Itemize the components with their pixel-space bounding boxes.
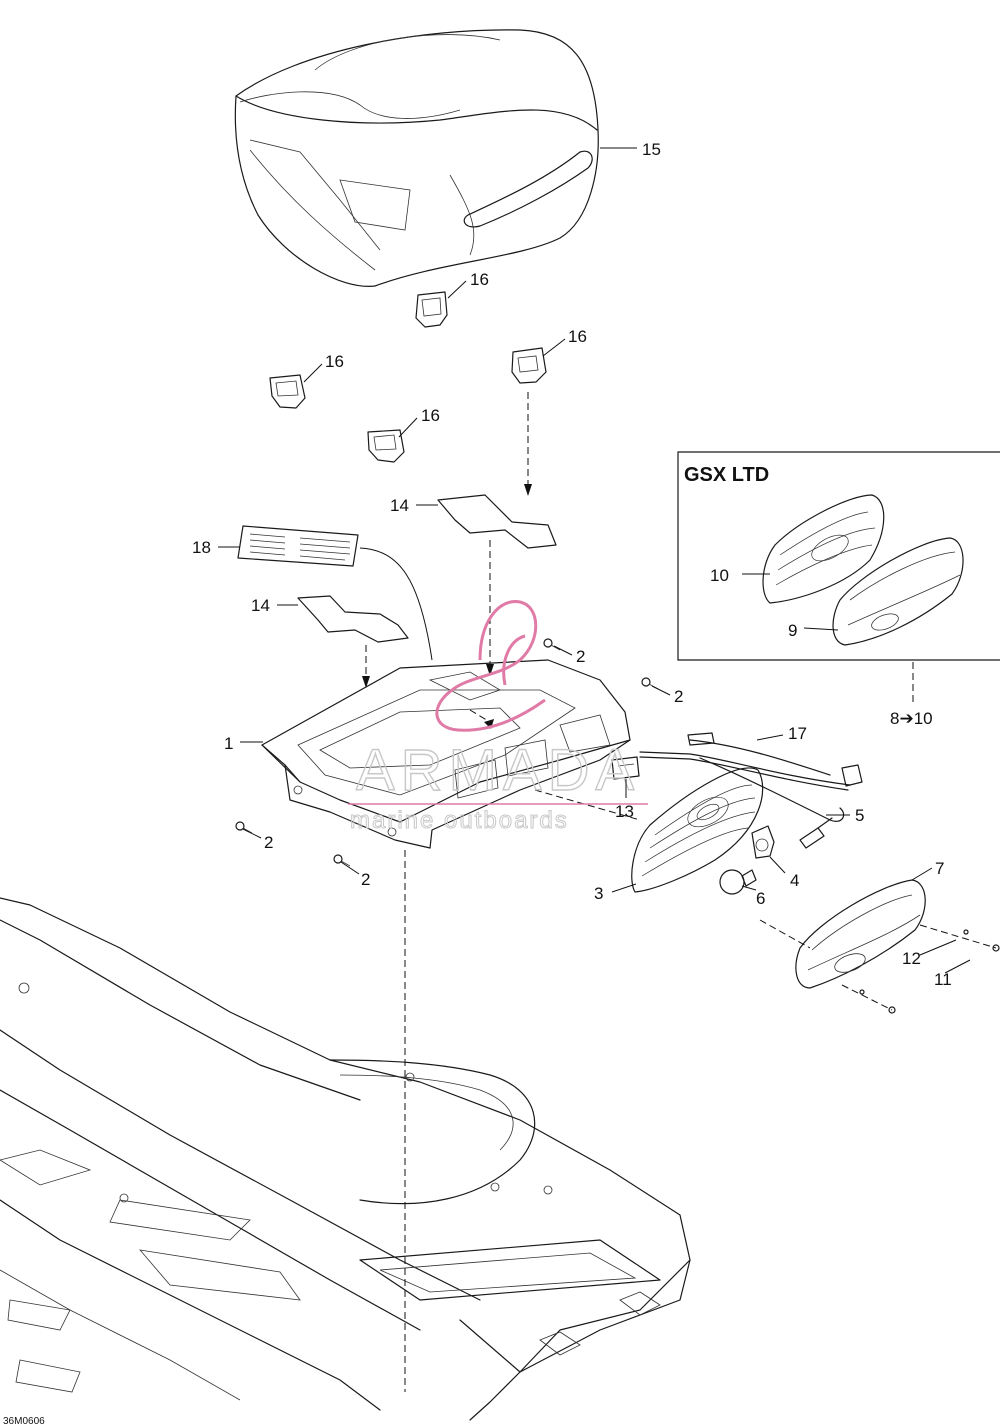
callout-12: 12 <box>902 949 921 968</box>
callout-9: 9 <box>788 621 797 640</box>
clip-part-16-a <box>415 291 448 328</box>
watermark-logo-swirl <box>435 600 546 732</box>
socket-part-4 <box>751 825 775 859</box>
callout-16-b: 16 <box>568 327 587 346</box>
screw-part-2-top <box>543 638 561 651</box>
callout-16-c: 16 <box>325 352 344 371</box>
velcro-pad-part-14-lower <box>297 595 409 643</box>
warning-decal-part-18 <box>237 525 433 661</box>
callout-8-10: 8➔10 <box>890 709 933 728</box>
callout-13: 13 <box>615 802 634 821</box>
bulb-part-6 <box>719 869 757 895</box>
callout-16-a: 16 <box>470 270 489 289</box>
callout-10: 10 <box>710 566 729 585</box>
velcro-pad-part-14-upper <box>437 494 557 549</box>
taillight-housing-part-3 <box>631 767 764 893</box>
callout-18: 18 <box>192 538 211 557</box>
connector-part-13 <box>611 756 640 780</box>
screw-part-2-bottom <box>333 854 351 867</box>
clip-part-16-d <box>367 429 405 463</box>
clip-part-16-b <box>511 347 547 384</box>
callout-14-a: 14 <box>390 496 409 515</box>
screw-part-11 <box>888 944 1000 1014</box>
taillight-lens-part-9-gsx <box>832 537 964 646</box>
callout-2-d: 2 <box>361 870 370 889</box>
callout-2-b: 2 <box>674 687 683 706</box>
armada-watermark: ARMADA marine outboards <box>348 600 648 835</box>
gsx-ltd-inset: GSX LTD 8➔10 <box>677 451 1000 728</box>
callout-4: 4 <box>790 871 799 890</box>
callout-15: 15 <box>642 140 661 159</box>
callout-2-a: 2 <box>576 647 585 666</box>
figure-code: 36M0606 <box>3 1416 45 1427</box>
callout-6: 6 <box>756 889 765 908</box>
taillight-lens-part-7 <box>795 879 926 989</box>
chassis-tunnel <box>0 897 691 1421</box>
watermark-brand: ARMADA <box>356 738 640 803</box>
watermark-tagline: marine outboards <box>350 807 569 834</box>
callout-5: 5 <box>855 806 864 825</box>
callout-2-c: 2 <box>264 833 273 852</box>
inset-title: GSX LTD <box>684 464 769 486</box>
wire-lead-part-5 <box>799 817 833 849</box>
screw-part-2-left <box>235 821 253 834</box>
seat-cushion-part-15 <box>234 29 599 287</box>
callout-7: 7 <box>935 859 944 878</box>
wiring-harness-part-17 <box>639 732 863 822</box>
callout-14-b: 14 <box>251 596 270 615</box>
storage-box-part-1 <box>261 659 631 849</box>
taillight-housing-part-10-gsx <box>762 494 885 604</box>
washer-part-12 <box>859 929 969 995</box>
clip-part-16-c <box>269 374 306 409</box>
callout-16-d: 16 <box>421 406 440 425</box>
callout-1: 1 <box>224 734 233 753</box>
callout-3: 3 <box>594 884 603 903</box>
callout-11: 11 <box>934 970 952 989</box>
callout-17: 17 <box>788 724 807 743</box>
